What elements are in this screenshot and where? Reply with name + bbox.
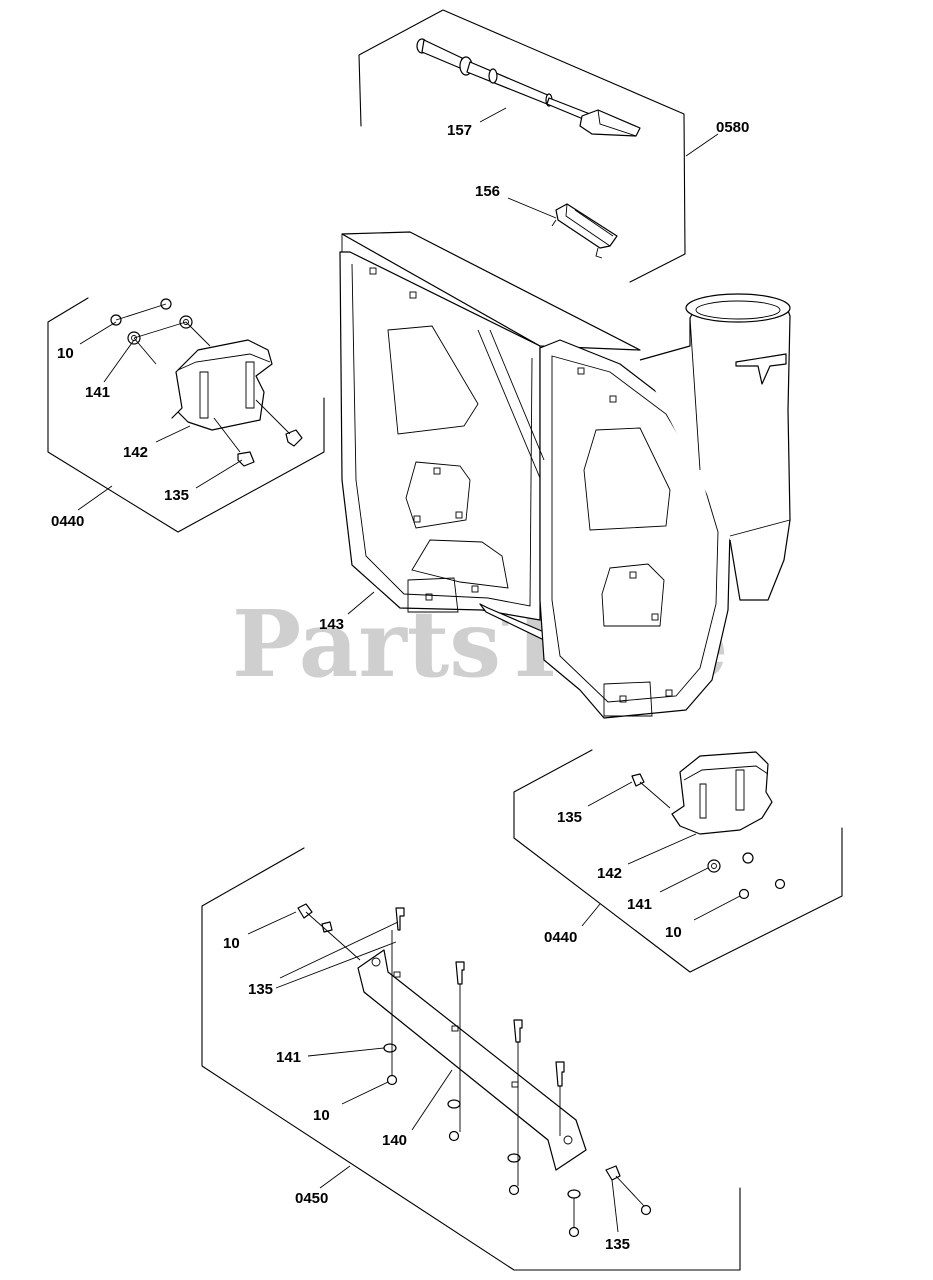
hardware-left: [110, 298, 303, 467]
assembly-0450-frame: [201, 847, 741, 1271]
callout-135-a: 135: [164, 487, 189, 504]
part-156-bracket: [551, 203, 618, 259]
callout-140: 140: [382, 1132, 407, 1149]
callout-135-b: 135: [557, 809, 582, 826]
part-142-skid-shoe-right: [671, 751, 773, 835]
callout-142-b: 142: [597, 865, 622, 882]
hardware-right: [631, 773, 786, 900]
callout-0580: 0580: [716, 119, 749, 136]
assembly-0580-frame: [358, 9, 686, 283]
callout-141-b: 141: [627, 896, 652, 913]
part-157-crank-rod: [416, 38, 641, 137]
callout-0450: 0450: [295, 1190, 328, 1207]
hardware-bottom: [297, 903, 652, 1238]
callout-10-c: 10: [223, 935, 240, 952]
callout-10-b: 10: [665, 924, 682, 941]
callout-143: 143: [319, 616, 344, 633]
assembly-0440-right-frame: [513, 749, 843, 973]
callout-135-d: 135: [605, 1236, 630, 1253]
part-143-auger-housing: [339, 231, 791, 719]
callout-141-c: 141: [276, 1049, 301, 1066]
callout-157: 157: [447, 122, 472, 139]
callout-156: 156: [475, 183, 500, 200]
assembly-0440-left-frame: [47, 297, 325, 533]
part-140-scraper-bar: [357, 949, 587, 1171]
callout-0440-b: 0440: [544, 929, 577, 946]
callout-0440-a: 0440: [51, 513, 84, 530]
callout-141-a: 141: [85, 384, 110, 401]
callout-10-a: 10: [57, 345, 74, 362]
leader-lines: [77, 107, 741, 1233]
callout-10-d: 10: [313, 1107, 330, 1124]
part-142-skid-shoe-left: [171, 339, 273, 431]
callout-142-a: 142: [123, 444, 148, 461]
callout-135-c: 135: [248, 981, 273, 998]
callout-labels: 157 0580 156 10 141 142 135 0440 143 135…: [51, 119, 749, 1253]
